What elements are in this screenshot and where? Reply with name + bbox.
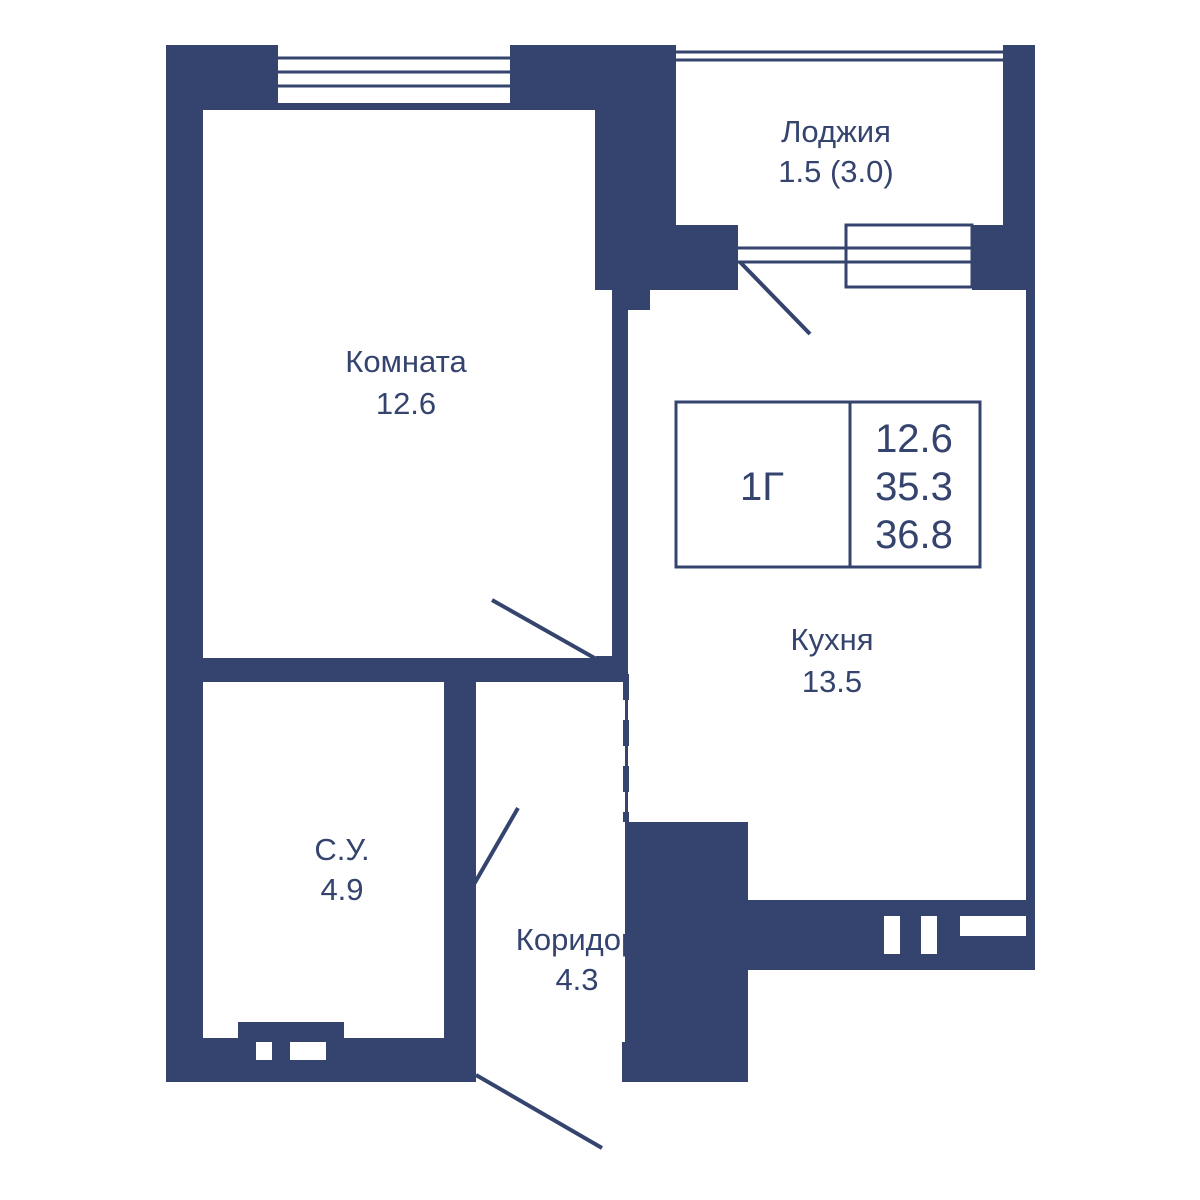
bathroom-area: 4.9 <box>320 872 363 907</box>
loggia-name: Лоджия <box>781 114 891 149</box>
door-jamb <box>596 656 628 674</box>
kitchen-name: Кухня <box>791 622 874 657</box>
floor-loggia <box>676 60 1003 222</box>
door-room <box>491 598 599 662</box>
info-box <box>674 400 982 569</box>
wall-bathroom-lower <box>444 902 464 1038</box>
room-area: 12.6 <box>376 386 436 421</box>
window-room <box>278 45 510 103</box>
wall-corridor-right <box>708 822 748 1082</box>
wall-bathroom-right <box>444 682 464 794</box>
corridor-area: 4.3 <box>555 962 598 997</box>
room-name: Комната <box>345 344 467 379</box>
wall-corridor-entry <box>622 1042 748 1082</box>
wall-kitchen-left-upper <box>612 290 628 662</box>
door-entrance <box>474 1073 604 1150</box>
floor-corridor <box>476 682 624 1082</box>
wall-loggia-left <box>612 45 676 290</box>
window-kitchen-loggia <box>844 223 974 289</box>
wall-loggia-right <box>972 225 1026 290</box>
floor-kitchen <box>628 290 1026 822</box>
bathroom-name: С.У. <box>314 832 369 867</box>
door-bathroom <box>460 807 520 906</box>
door-loggia <box>738 260 812 336</box>
kitchen-area: 13.5 <box>802 664 862 699</box>
wall-room-bathroom <box>203 658 477 682</box>
floor-kitchen-lower <box>748 822 1026 900</box>
loggia-area: 1.5 (3.0) <box>778 154 893 189</box>
total-area: 35.3 <box>875 465 953 509</box>
living-area: 12.6 <box>875 417 953 461</box>
wall-kitchen-notch <box>628 290 650 310</box>
wall-loggia-corner <box>676 225 738 290</box>
wall-kitchen-bottom <box>748 900 868 970</box>
unit-code: 1Г <box>740 465 784 509</box>
total-area-with-loggia: 36.8 <box>875 513 953 557</box>
corridor-name: Коридор <box>516 922 638 957</box>
